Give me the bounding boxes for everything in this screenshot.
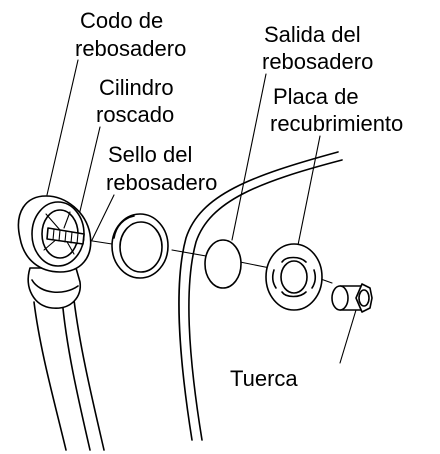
label-placa-line2: recubrimiento [270,111,403,136]
label-codo-line1: Codo de [80,8,163,33]
label-cilindro-line2: roscado [96,102,174,127]
leader-lines [46,59,357,364]
label-sello-line2: rebosadero [106,170,217,195]
assembly-axis [85,239,333,284]
overflow-elbow [17,195,92,309]
label-salida-del-rebosadero: Salida del rebosadero [262,22,373,74]
label-salida-line2: rebosadero [262,49,373,74]
label-tuerca: Tuerca [230,366,298,391]
overflow-outlet-hole [204,239,242,289]
leader-salida [231,73,267,241]
overflow-seal [111,213,169,279]
label-placa-de-recubrimiento: Placa de recubrimiento [270,84,403,136]
label-sello-del-rebosadero: Sello del rebosadero [106,142,217,195]
label-salida-line1: Salida del [264,22,361,47]
leader-placa [297,135,321,246]
overflow-pipe [33,297,105,451]
label-placa-line1: Placa de [273,84,359,109]
threaded-cylinder [46,227,85,245]
label-codo-de-rebosadero: Codo de rebosadero [75,8,186,61]
label-codo-line2: rebosadero [75,36,186,61]
leader-cilindro [75,126,101,229]
leader-tuerca [339,309,357,364]
label-sello-line1: Sello del [108,142,192,167]
nut [331,283,373,313]
leader-codo [46,59,79,196]
tub-wall [178,151,343,441]
cover-plate [265,243,323,311]
leader-sello [91,194,115,241]
label-cilindro-line1: Cilindro [99,75,174,100]
label-cilindro-roscado: Cilindro roscado [96,75,174,127]
